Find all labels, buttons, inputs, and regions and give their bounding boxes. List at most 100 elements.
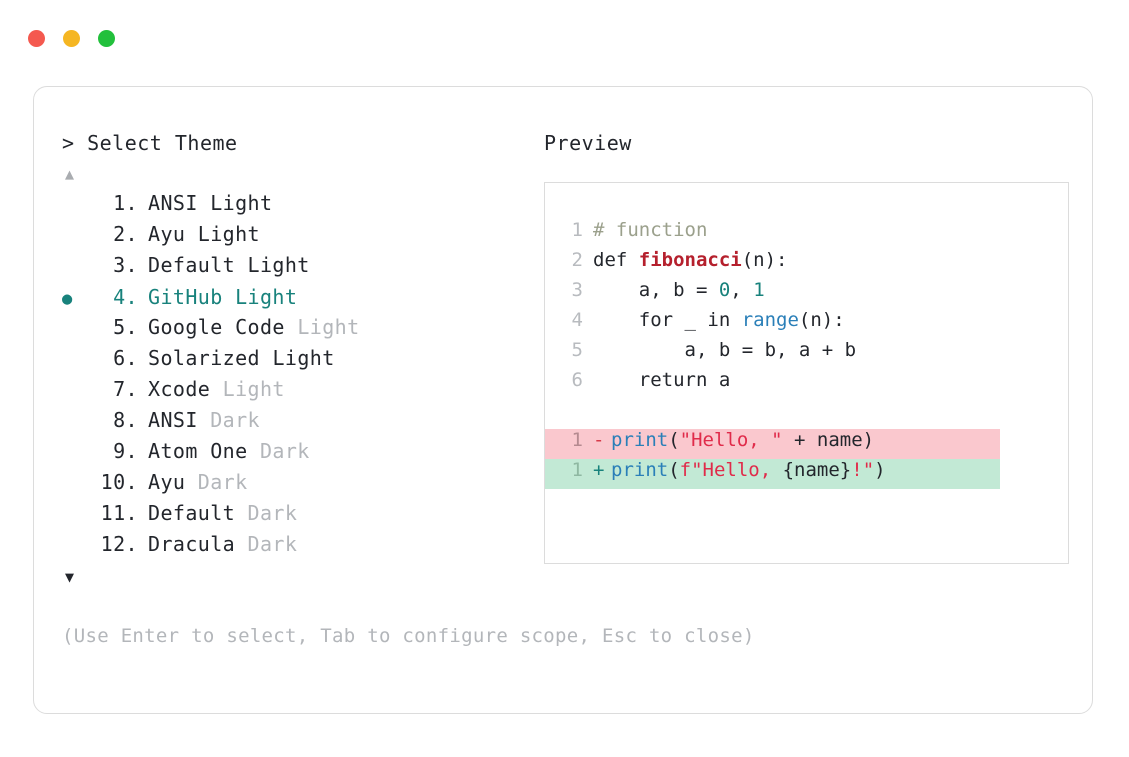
theme-list-item[interactable]: ● 4. GitHub Light [62,284,532,315]
code-line: 5 a, b = b, a + b [545,339,1068,369]
theme-item-index: 11. [100,501,138,525]
theme-list-item[interactable]: 10. Ayu Dark [62,470,532,501]
line-number: 2 [571,249,583,271]
code-token: fibonacci [638,249,742,271]
diff-line-text: print("Hello, " + name) [611,429,874,451]
theme-item-variant: Dark [259,439,310,463]
theme-list-item[interactable]: 5.Google Code Light [62,315,532,346]
line-number: 1 [571,219,583,241]
theme-item-index: 10. [100,470,138,494]
code-line: 1 # function [545,219,1068,249]
theme-item-space [198,408,210,432]
theme-item-name: Dracula [148,532,236,556]
code-token: f"Hello, [679,459,783,481]
theme-item-name: Google Code [148,315,285,339]
theme-item-space [198,191,210,215]
line-number: 4 [571,309,583,331]
page-title: > Select Theme [62,131,532,155]
theme-item-variant: Light [247,253,310,277]
theme-item-name: Solarized [148,346,260,370]
theme-list-item[interactable]: 1. ANSI Light [62,191,532,222]
theme-item-index: 4. [113,285,138,309]
code-token: for _ in [593,309,742,331]
code-line-text: def fibonacci(n): [593,249,787,271]
code-token: ( [668,429,680,451]
code-token: ( [668,459,680,481]
scroll-down-icon[interactable]: ▼ [65,568,75,586]
theme-item-variant: Light [210,191,273,215]
window-controls [28,30,115,47]
theme-item-name: Xcode [148,377,211,401]
theme-list-item[interactable]: 12. Dracula Dark [62,532,532,563]
code-line-text: a, b = 0, 1 [593,279,765,301]
diff-plus-sign: + [593,459,605,481]
theme-list-item[interactable]: 11.Default Dark [62,501,532,532]
code-line-text: return a [593,369,731,391]
theme-list-item[interactable]: 3.Default Light [62,253,532,284]
line-number: 1 [571,429,583,451]
theme-item-space [260,346,272,370]
theme-item-space [235,501,247,525]
line-number: 5 [571,339,583,361]
theme-item-index: 6. [113,346,138,370]
theme-list-item[interactable]: 9.Atom One Dark [62,439,532,470]
theme-item-name: Ayu [148,470,186,494]
theme-item-index: 12. [100,532,138,556]
theme-item-index: 9. [113,439,138,463]
code-token: print [611,429,669,451]
code-token: ) [874,459,886,481]
page-title-text: Select Theme [87,131,238,155]
maximize-button[interactable] [98,30,115,47]
diff-removed-line: 1-print("Hello, " + name) [545,429,1000,459]
theme-item-variant: Light [222,377,285,401]
diff-added-line: 1 + print(f"Hello, {name}!") [545,459,1000,489]
theme-item-variant: Dark [210,408,260,432]
selected-bullet-icon: ● [62,289,73,309]
code-token: "Hello, " [679,429,783,451]
theme-list-item[interactable]: 6. Solarized Light [62,346,532,377]
theme-item-name: ANSI [148,191,198,215]
diff-minus-sign: - [593,429,605,451]
theme-list-item[interactable]: 8. ANSI Dark [62,408,532,439]
line-number: 1 [571,459,583,481]
minimize-button[interactable] [63,30,80,47]
preview-title: Preview [544,131,632,155]
code-line: 6 return a [545,369,1068,399]
code-token: range [741,309,799,331]
code-token: , [730,279,754,301]
code-spacer [545,399,1068,429]
theme-item-space [235,253,247,277]
code-line-text: # function [593,219,707,241]
theme-item-space [285,315,297,339]
scroll-up-icon[interactable]: ▲ [65,165,75,183]
code-line: 3 a, b = 0, 1 [545,279,1068,309]
diff-line-text: print(f"Hello, {name}!") [611,459,886,481]
code-token: print [611,459,669,481]
theme-item-space [185,222,197,246]
theme-item-name: ANSI [148,408,198,432]
line-number: 6 [571,369,583,391]
code-token: !" [851,459,875,481]
footer-help-text: (Use Enter to select, Tab to configure s… [62,625,755,647]
theme-item-index: 7. [113,377,138,401]
theme-item-variant: Light [235,285,298,309]
theme-item-variant: Dark [247,532,298,556]
close-button[interactable] [28,30,45,47]
theme-item-variant: Dark [197,470,248,494]
theme-item-index: 1. [113,191,138,215]
theme-list-item[interactable]: 2.Ayu Light [62,222,532,253]
theme-item-index: 8. [113,408,138,432]
code-token: def [593,249,639,271]
code-line: 2 def fibonacci(n): [545,249,1068,279]
code-token: return a [593,369,731,391]
code-token: # function [593,219,708,241]
theme-item-name: Default [148,253,236,277]
theme-item-name: GitHub [148,285,223,309]
theme-item-space [210,377,222,401]
code-token: (n): [798,309,845,331]
theme-item-variant: Light [272,346,335,370]
theme-item-variant: Dark [247,501,298,525]
diff-block: 1-print("Hello, " + name)1+print(f"Hello… [545,429,1068,489]
theme-list-item[interactable]: 7. Xcode Light [62,377,532,408]
